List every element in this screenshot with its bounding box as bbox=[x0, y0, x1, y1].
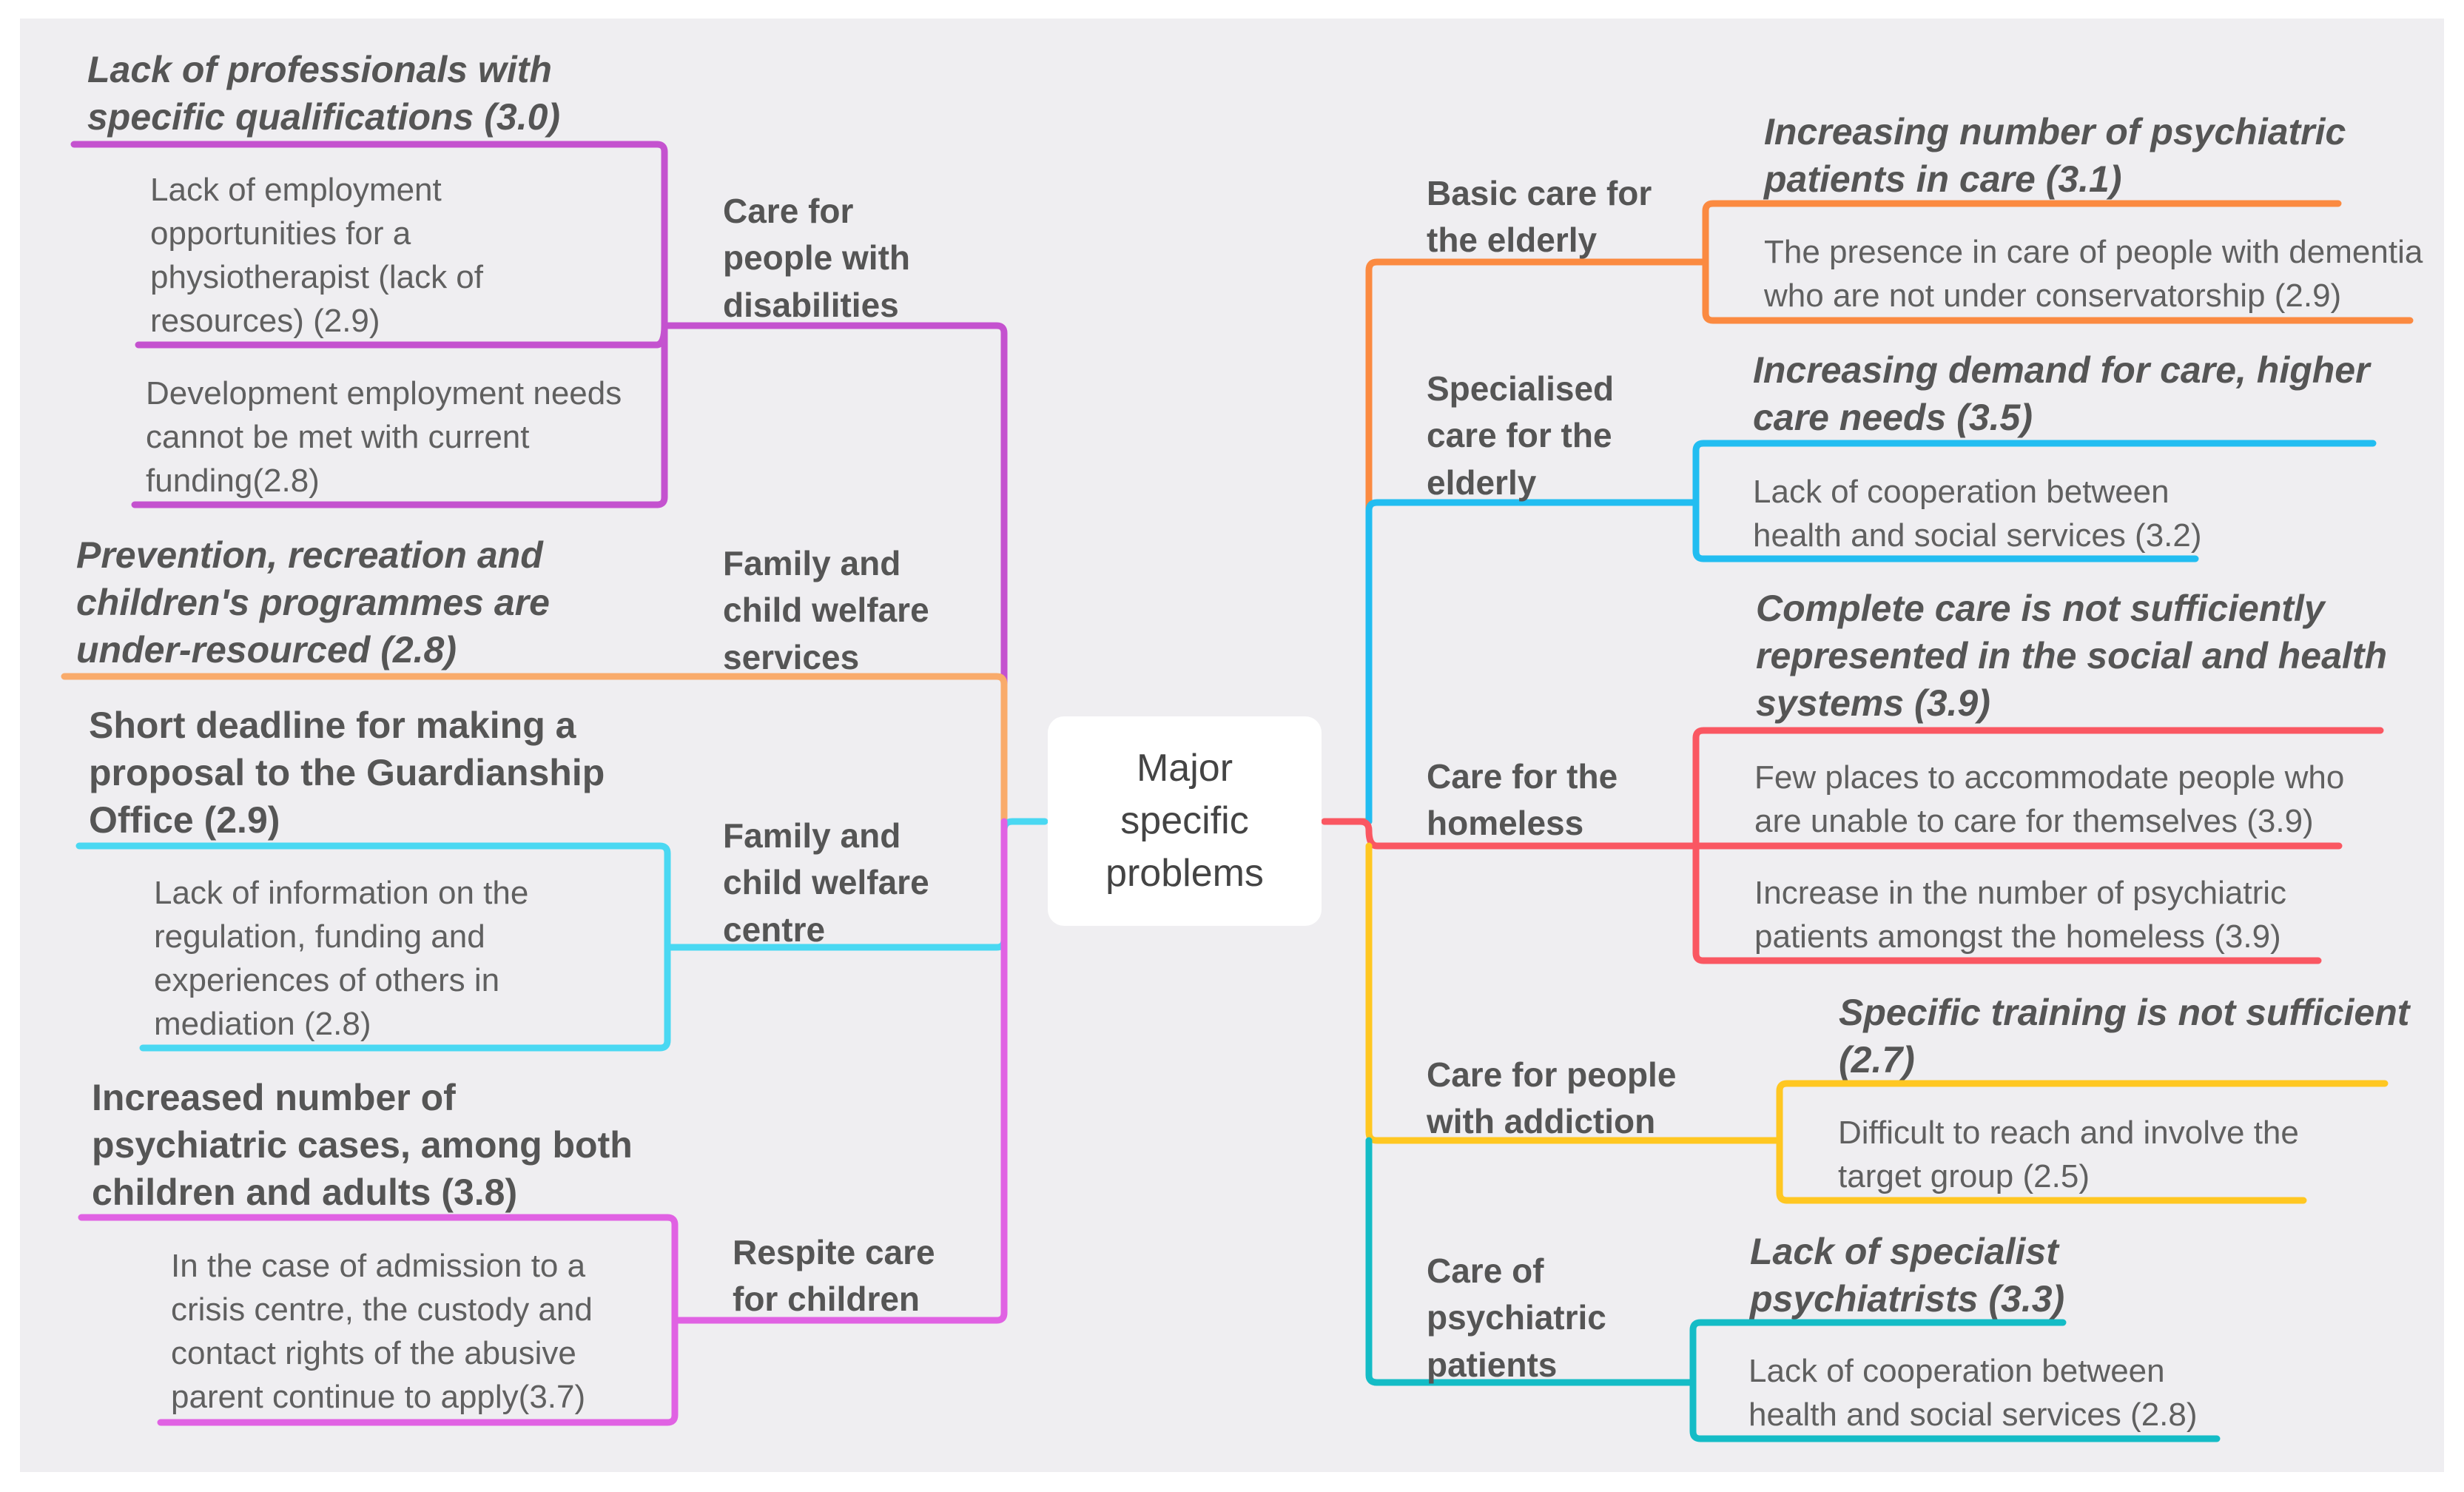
link-addiction-topic-2 bbox=[1776, 1137, 2307, 1204]
link-homeless bbox=[1321, 818, 1700, 850]
link-psychiatric-topic-1 bbox=[1689, 1319, 2067, 1386]
topic-family-centre-2[interactable]: Lack of information on the regulation, f… bbox=[154, 875, 529, 1042]
link-disabilities-topic-1 bbox=[70, 141, 668, 329]
topic-elderly-special-2[interactable]: Lack of cooperation between health and s… bbox=[1753, 474, 2202, 554]
topic-elderly-basic-2[interactable]: The presence in care of people with deme… bbox=[1764, 234, 2423, 314]
link-elderly-special bbox=[1365, 499, 1700, 825]
topic-psychiatric-2[interactable]: Lack of cooperation between health and s… bbox=[1748, 1353, 2198, 1433]
link-elderly-basic-topic-2 bbox=[1702, 258, 2414, 324]
branch-elderly-basic-label[interactable]: Basic care for the elderly bbox=[1427, 174, 1652, 260]
link-respite-topic-2 bbox=[157, 1317, 679, 1426]
link-elderly-basic-topic-1 bbox=[1702, 200, 2342, 266]
link-disabilities-topic-3 bbox=[131, 322, 668, 508]
link-psychiatric bbox=[1365, 1137, 1697, 1386]
link-family-centre-topic-2 bbox=[139, 944, 671, 1052]
link-elderly-basic bbox=[1321, 258, 1709, 825]
link-disabilities bbox=[661, 322, 1008, 825]
topic-homeless-1[interactable]: Complete care is not sufficiently repres… bbox=[1756, 588, 2388, 724]
topic-disabilities-1[interactable]: Lack of professionals with specific qual… bbox=[87, 49, 561, 138]
topic-family-centre-1[interactable]: Short deadline for making a proposal to … bbox=[89, 705, 605, 841]
central-topic[interactable]: Major specific problems bbox=[1048, 716, 1322, 926]
branch-family-services-label[interactable]: Family and child welfare services bbox=[723, 544, 929, 676]
topic-homeless-2[interactable]: Few places to accommodate people who are… bbox=[1754, 759, 2345, 839]
link-elderly-special-topic-1 bbox=[1692, 440, 2377, 506]
topic-respite-1[interactable]: Increased number of psychiatric cases, a… bbox=[92, 1077, 633, 1213]
link-family-centre-topic-1 bbox=[75, 842, 671, 951]
branch-psychiatric-label[interactable]: Care of psychiatric patients bbox=[1427, 1251, 1606, 1384]
branch-addiction-label[interactable]: Care for people with addiction bbox=[1427, 1055, 1677, 1141]
branch-disabilities-label[interactable]: Care for people with disabilities bbox=[723, 192, 910, 324]
branch-elderly-special-label[interactable]: Specialised care for the elderly bbox=[1427, 369, 1615, 502]
topic-family-services-1[interactable]: Prevention, recreation and children's pr… bbox=[76, 534, 550, 671]
link-homeless-topic-1 bbox=[1692, 727, 2384, 850]
central-topic-label: Major specific problems bbox=[1105, 747, 1264, 895]
topic-elderly-basic-1[interactable]: Increasing number of psychiatric patient… bbox=[1764, 111, 2346, 200]
link-elderly-special-topic-2 bbox=[1692, 499, 2199, 562]
link-family-services bbox=[61, 673, 1008, 825]
topic-psychiatric-1[interactable]: Lack of specialist psychiatrists (3.3) bbox=[1750, 1231, 2065, 1320]
topic-disabilities-3[interactable]: Development employment needs cannot be m… bbox=[146, 375, 622, 499]
link-addiction-topic-1 bbox=[1776, 1080, 2389, 1144]
topic-homeless-3[interactable]: Increase in the number of psychiatric pa… bbox=[1754, 875, 2287, 955]
link-respite-topic-1 bbox=[78, 1214, 679, 1324]
topic-respite-2[interactable]: In the case of admission to a crisis cen… bbox=[171, 1248, 593, 1415]
branch-family-centre-label[interactable]: Family and child welfare centre bbox=[723, 816, 929, 949]
topic-addiction-1[interactable]: Specific training is not sufficient (2.7… bbox=[1839, 992, 2410, 1081]
link-respite bbox=[671, 818, 1008, 1324]
branch-respite-label[interactable]: Respite care for children bbox=[733, 1233, 935, 1319]
topic-addiction-2[interactable]: Difficult to reach and involve the targe… bbox=[1838, 1115, 2299, 1194]
branch-homeless-label[interactable]: Care for the homeless bbox=[1427, 757, 1618, 843]
link-psychiatric-topic-2 bbox=[1689, 1379, 2221, 1442]
link-homeless-topic-3 bbox=[1692, 842, 2322, 964]
topic-disabilities-2[interactable]: Lack of employment opportunities for a p… bbox=[150, 172, 483, 339]
topic-elderly-special-1[interactable]: Increasing demand for care, higher care … bbox=[1753, 349, 2370, 438]
